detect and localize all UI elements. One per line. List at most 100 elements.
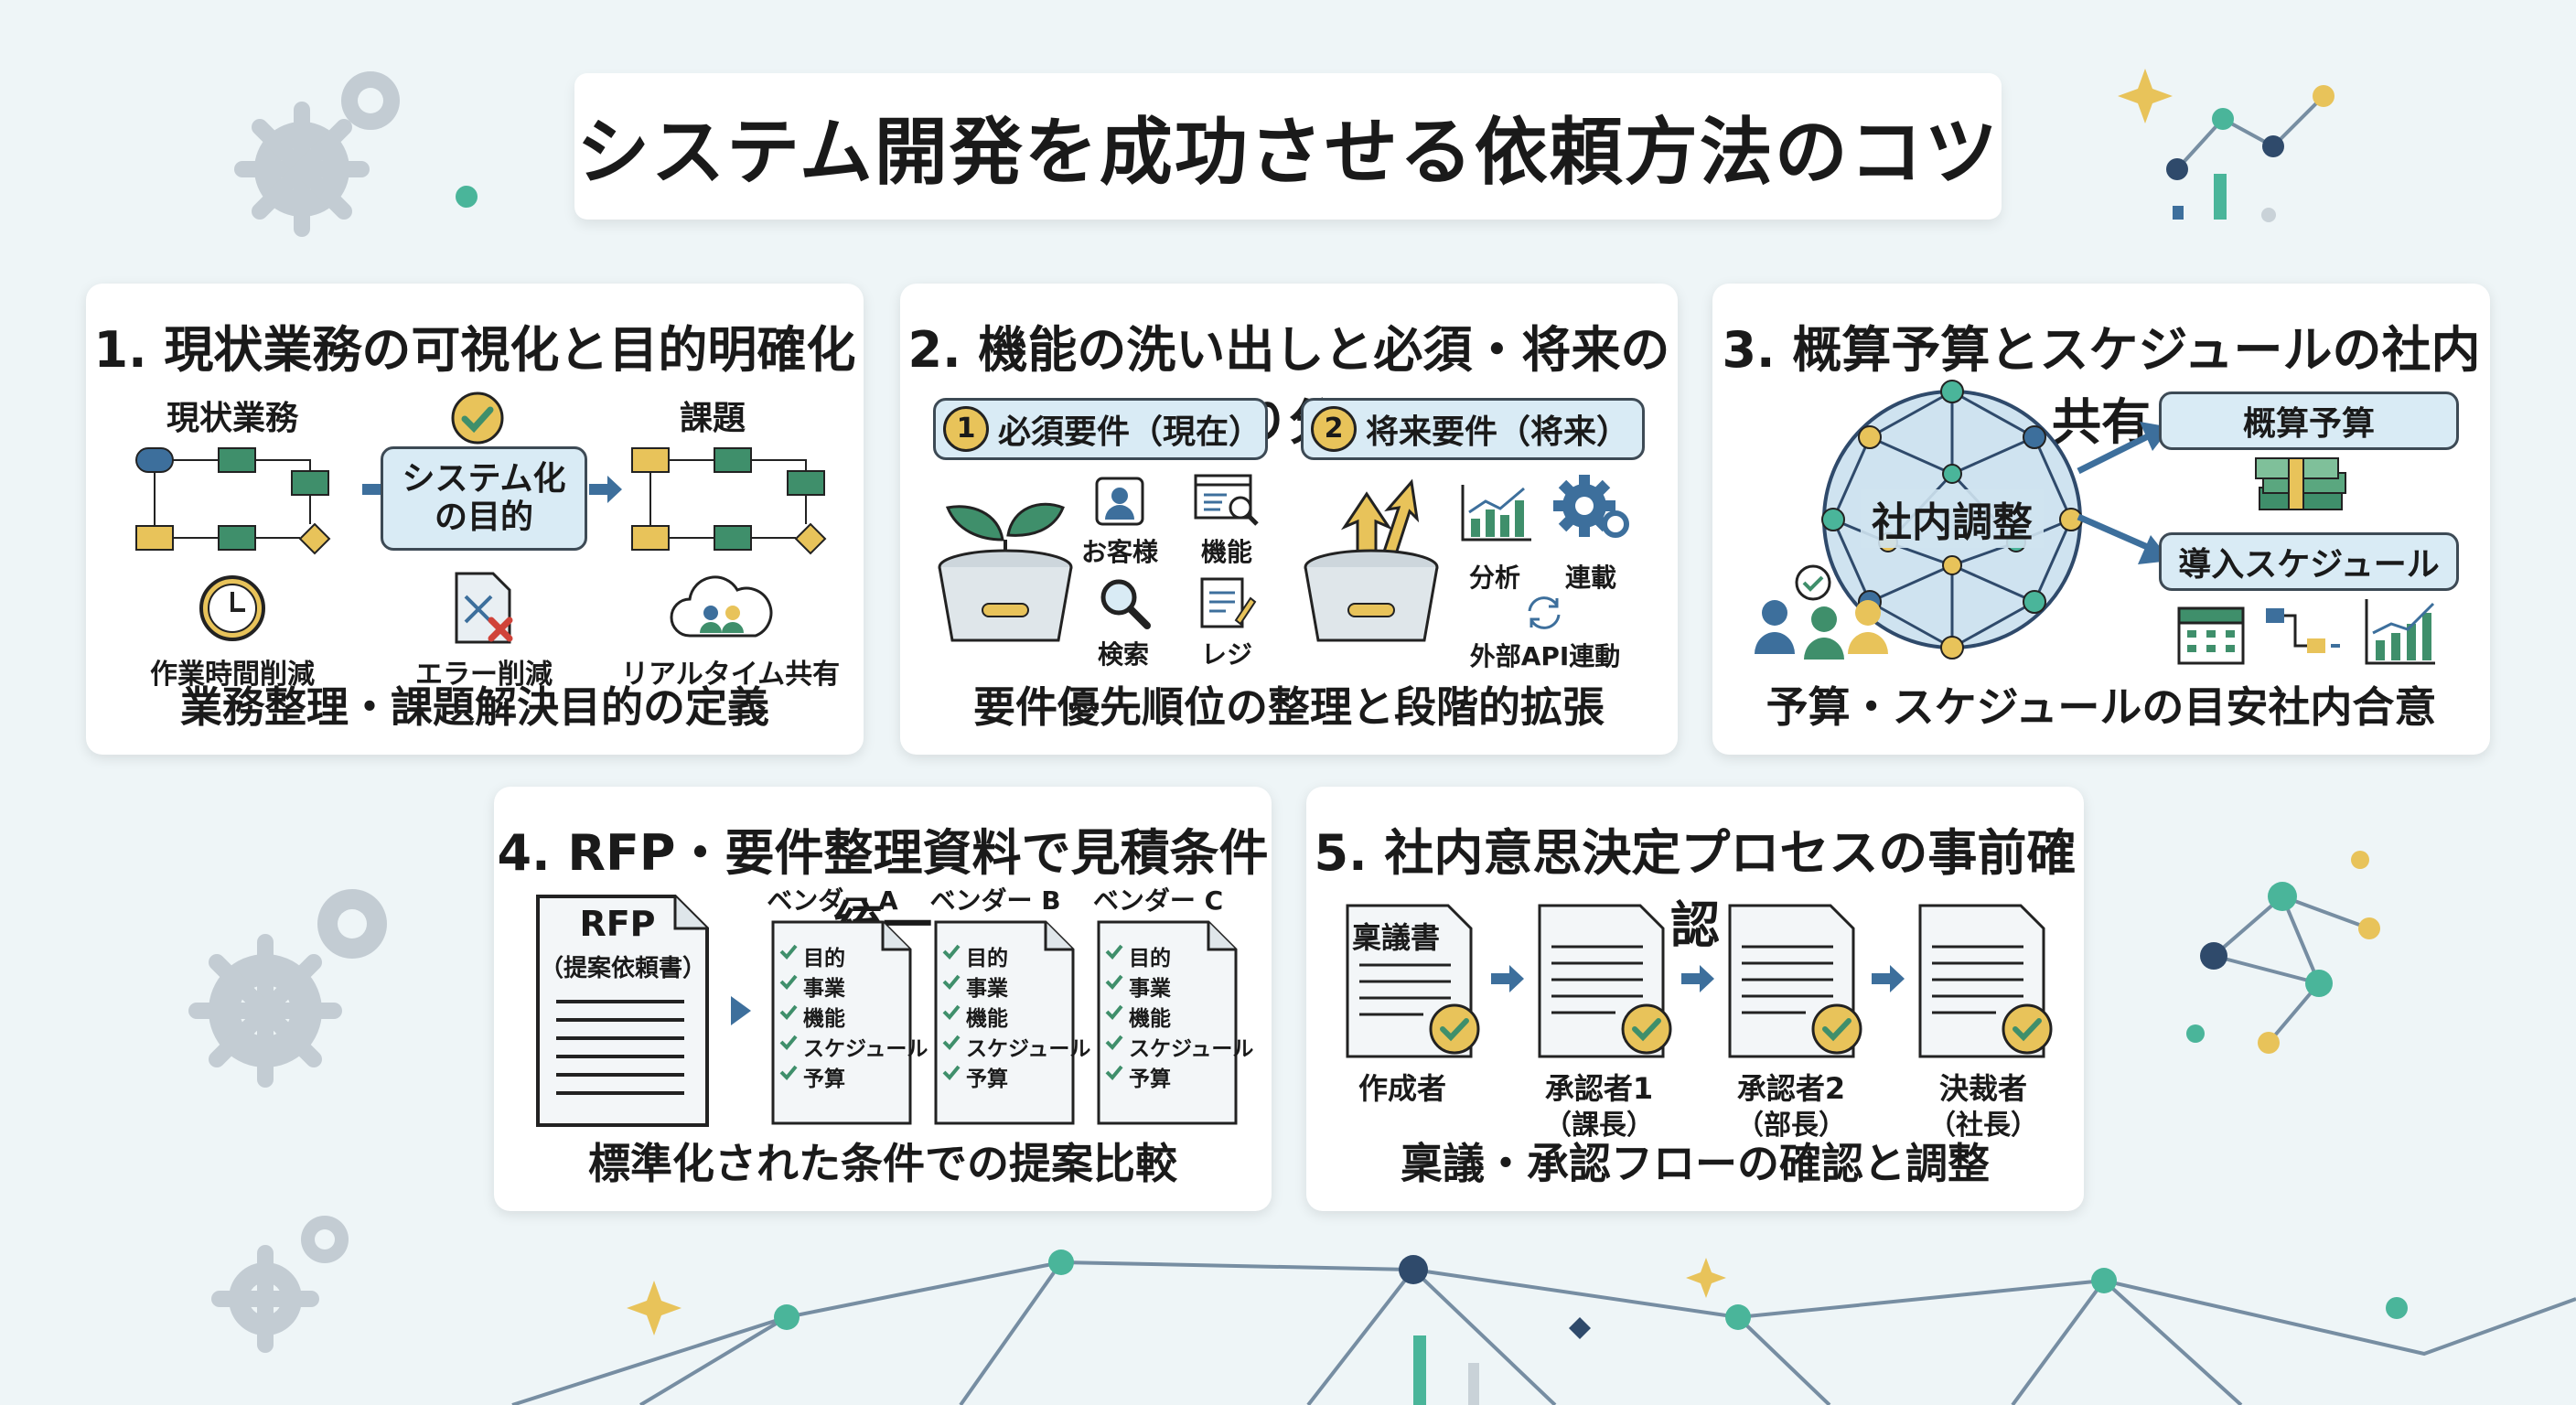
vendor-c-document bbox=[1097, 920, 1238, 1125]
must-number-badge: 1 bbox=[943, 406, 989, 452]
benefit-3: リアルタイム共有 bbox=[621, 659, 841, 691]
check-badge-icon bbox=[451, 391, 504, 445]
vendor-a-label: ベンダー A bbox=[767, 885, 898, 916]
card-3: 3. 概算予算とスケジュールの社内共有 社内調整 概算予算 導入スケジュール 予… bbox=[1712, 284, 2490, 755]
right-arrow-icon bbox=[731, 996, 751, 1025]
current-flow-diagram bbox=[135, 447, 331, 555]
vendor-c-label: ベンダー C bbox=[1092, 885, 1224, 916]
schedule-label: 導入スケジュール bbox=[2178, 546, 2440, 584]
rfp-subtitle: （提案依頼書） bbox=[540, 955, 707, 982]
money-stack-icon bbox=[2255, 457, 2346, 510]
bucket-growth-icon bbox=[1304, 478, 1439, 642]
check-item: スケジュール bbox=[1129, 1037, 1254, 1061]
card-4-footer: 標準化された条件での提案比較 bbox=[588, 1139, 1177, 1188]
current-business-label: 現状業務 bbox=[166, 400, 298, 437]
card-4: 4. RFP・要件整理資料で見積条件統一 RFP （提案依頼書） ベンダー A … bbox=[494, 787, 1272, 1211]
vendor-c-checklist: 目的 事業 機能 スケジュール 予算 bbox=[1129, 944, 1253, 1095]
check-item: スケジュール bbox=[966, 1037, 1091, 1061]
future-item-api: 外部API連動 bbox=[1469, 641, 1621, 671]
proposal-label: 稟議書 bbox=[1352, 920, 1441, 955]
budget-label: 概算予算 bbox=[2242, 405, 2375, 443]
card-1: 1. 現状業務の可視化と目的明確化 現状業務 システム化 の目的 課題 作業時間… bbox=[86, 284, 864, 755]
step-decider-name: 決裁者 bbox=[1938, 1071, 2027, 1106]
bucket-sprout-icon bbox=[938, 502, 1073, 642]
card-3-footer: 予算・スケジュールの目安社内合意 bbox=[1766, 682, 2437, 732]
issue-flow-diagram bbox=[631, 447, 827, 555]
right-arrow-icon bbox=[589, 476, 622, 503]
right-arrow-icon bbox=[1681, 965, 1714, 992]
vendor-b-document bbox=[934, 920, 1075, 1125]
step-approver1-role: （課長） bbox=[1544, 1110, 1654, 1142]
benefit-1: 作業時間削減 bbox=[150, 659, 315, 691]
function-screen-icon bbox=[1194, 474, 1259, 526]
future-item-analysis: 分析 bbox=[1468, 563, 1520, 593]
step-approver1-name: 承認者1 bbox=[1544, 1071, 1654, 1106]
check-item: 機能 bbox=[1129, 1007, 1171, 1031]
check-item: 予算 bbox=[803, 1067, 845, 1091]
future-requirement-pill: 2 将来要件（将来） bbox=[1301, 398, 1645, 460]
future-item-series: 連載 bbox=[1564, 563, 1616, 593]
calendar-icon bbox=[2177, 606, 2245, 665]
system-purpose-label: システム化 の目的 bbox=[402, 460, 566, 536]
cloud-share-icon bbox=[670, 575, 773, 638]
system-purpose-box: システム化 の目的 bbox=[381, 446, 587, 551]
sync-icon bbox=[1528, 596, 1561, 629]
card-5: 5. 社内意思決定プロセスの事前確認 稟議書 作成者 承認者1 （課長） 承認者… bbox=[1306, 787, 2084, 1211]
schedule-box: 導入スケジュール bbox=[2159, 532, 2459, 591]
card-5-footer: 稟議・承認フローの確認と調整 bbox=[1401, 1139, 1990, 1188]
vendor-a-document bbox=[771, 920, 912, 1125]
gear-icon bbox=[1553, 475, 1629, 538]
analytics-chart-icon bbox=[1461, 485, 1531, 542]
vendor-b-label: ベンダー B bbox=[929, 885, 1061, 916]
check-item: 目的 bbox=[1129, 947, 1171, 971]
check-item: 目的 bbox=[803, 947, 845, 971]
page-title: システム開発を成功させる依頼方法のコツ bbox=[576, 110, 2000, 195]
growth-chart-icon bbox=[2365, 599, 2435, 665]
check-item: 目的 bbox=[966, 947, 1008, 971]
rfp-document-icon bbox=[536, 895, 709, 1127]
check-item: 予算 bbox=[966, 1067, 1008, 1091]
must-item-search: 検索 bbox=[1097, 639, 1149, 670]
customer-icon bbox=[1095, 477, 1144, 526]
card-5-title: 5. 社内意思決定プロセスの事前確認 bbox=[1314, 824, 2077, 954]
card-2: 2. 機能の洗い出しと必須・将来の切り分け 1 必須要件（現在） 2 将来要件（… bbox=[900, 284, 1678, 755]
must-item-customer: お客様 bbox=[1080, 537, 1158, 567]
check-item: 予算 bbox=[1129, 1067, 1171, 1091]
approval-doc-icon bbox=[1918, 904, 2053, 1058]
approval-doc-icon bbox=[1728, 904, 1862, 1058]
card-4-title: 4. RFP・要件整理資料で見積条件統一 bbox=[497, 824, 1269, 954]
card-2-footer: 要件優先順位の整理と段階的拡張 bbox=[973, 682, 1605, 732]
check-item: スケジュール bbox=[803, 1037, 928, 1061]
internal-coordination-label: 社内調整 bbox=[1861, 489, 2044, 548]
proposal-document-icon bbox=[1346, 904, 1480, 1058]
must-requirement-label: 必須要件（現在） bbox=[998, 413, 1262, 451]
vendor-b-checklist: 目的 事業 機能 スケジュール 予算 bbox=[966, 944, 1090, 1095]
check-item: 機能 bbox=[803, 1007, 845, 1031]
budget-box: 概算予算 bbox=[2159, 391, 2459, 450]
right-arrow-icon bbox=[1491, 965, 1524, 992]
step-decider-role: （社長） bbox=[1928, 1110, 2038, 1142]
check-item: 事業 bbox=[966, 977, 1008, 1001]
must-requirement-pill: 1 必須要件（現在） bbox=[933, 398, 1268, 460]
error-doc-icon bbox=[455, 572, 513, 644]
title-box: システム開発を成功させる依頼方法のコツ bbox=[574, 73, 2002, 220]
register-icon bbox=[1200, 577, 1257, 628]
process-flow-icon bbox=[2266, 608, 2340, 653]
search-icon bbox=[1100, 579, 1151, 629]
people-check-icon bbox=[1755, 564, 1888, 660]
check-item: 事業 bbox=[803, 977, 845, 1001]
must-item-function: 機能 bbox=[1200, 537, 1252, 567]
step-approver2-role: （部長） bbox=[1736, 1110, 1846, 1142]
rfp-label: RFP bbox=[579, 904, 656, 944]
step-creator-name: 作成者 bbox=[1358, 1071, 1446, 1106]
approval-doc-icon bbox=[1538, 904, 1672, 1058]
must-item-register: レジ bbox=[1200, 639, 1252, 670]
future-number-badge: 2 bbox=[1311, 406, 1357, 452]
card-1-title: 1. 現状業務の可視化と目的明確化 bbox=[93, 321, 856, 379]
vendor-a-checklist: 目的 事業 機能 スケジュール 予算 bbox=[803, 944, 928, 1095]
step-approver2-name: 承認者2 bbox=[1736, 1071, 1846, 1106]
card-1-footer: 業務整理・課題解決目的の定義 bbox=[180, 682, 769, 732]
future-requirement-label: 将来要件（将来） bbox=[1366, 413, 1630, 451]
benefit-2: エラー削減 bbox=[415, 659, 553, 691]
